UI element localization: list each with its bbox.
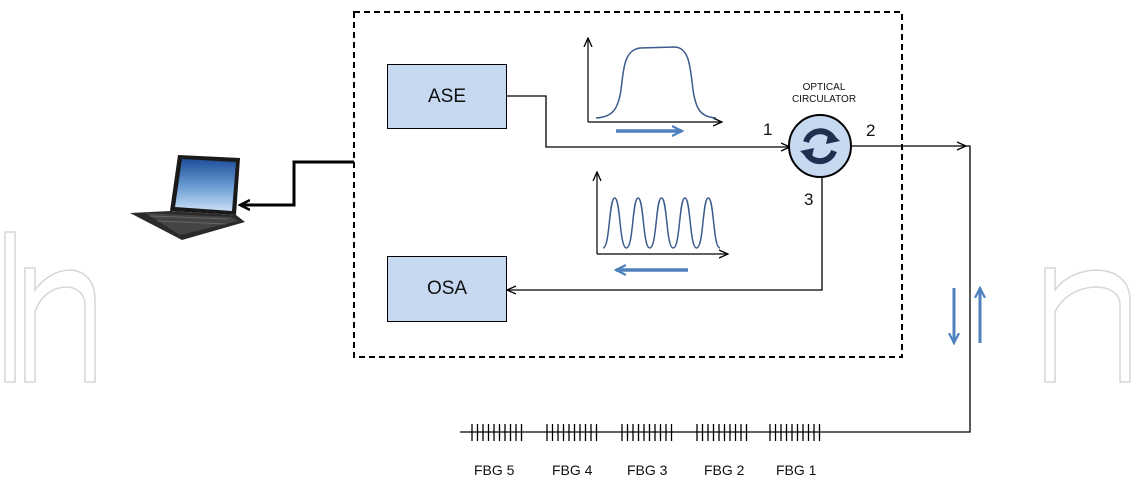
port-1-label: 1 [763,120,773,139]
fbg-grating [471,424,523,441]
reflection-peaks-curve [602,197,721,249]
ase-fiber [506,95,790,147]
ase-label: ASE [427,85,467,107]
fbg-label: FBG 2 [704,462,745,478]
fbg-label: FBG 4 [552,462,593,478]
circulator-icon [788,114,852,178]
sensing-fiber [460,145,971,433]
fbg-label: FBG 1 [776,462,817,478]
port-2-label: 2 [866,121,876,140]
laptop-icon [130,155,245,240]
broadband-curve [595,46,717,119]
circulator-label-line2: CIRCULATOR [791,94,857,105]
fbg-grating [696,424,748,441]
broadband-spectrum-plot [588,38,722,131]
instrument-enclosure [353,11,903,358]
osa-box: OSA [387,256,507,322]
fbg-grating [769,424,821,441]
fbg-label: FBG 3 [627,462,668,478]
port-3-label: 3 [804,190,814,209]
watermark-logo [4,231,1131,383]
osa-label: OSA [426,278,468,299]
fbg-grating [621,424,673,441]
osa-fiber [507,178,823,290]
reflected-spectrum-plot [597,172,728,270]
fbg-label: FBG 5 [474,462,515,478]
fbg-array [471,424,821,441]
fbg-grating [546,424,598,441]
circulator-label: OPTICAL CIRCULATOR [786,82,862,106]
ase-source-box: ASE [387,64,507,129]
computer-link [240,160,354,205]
circulator-label-line1: OPTICAL [802,82,846,93]
